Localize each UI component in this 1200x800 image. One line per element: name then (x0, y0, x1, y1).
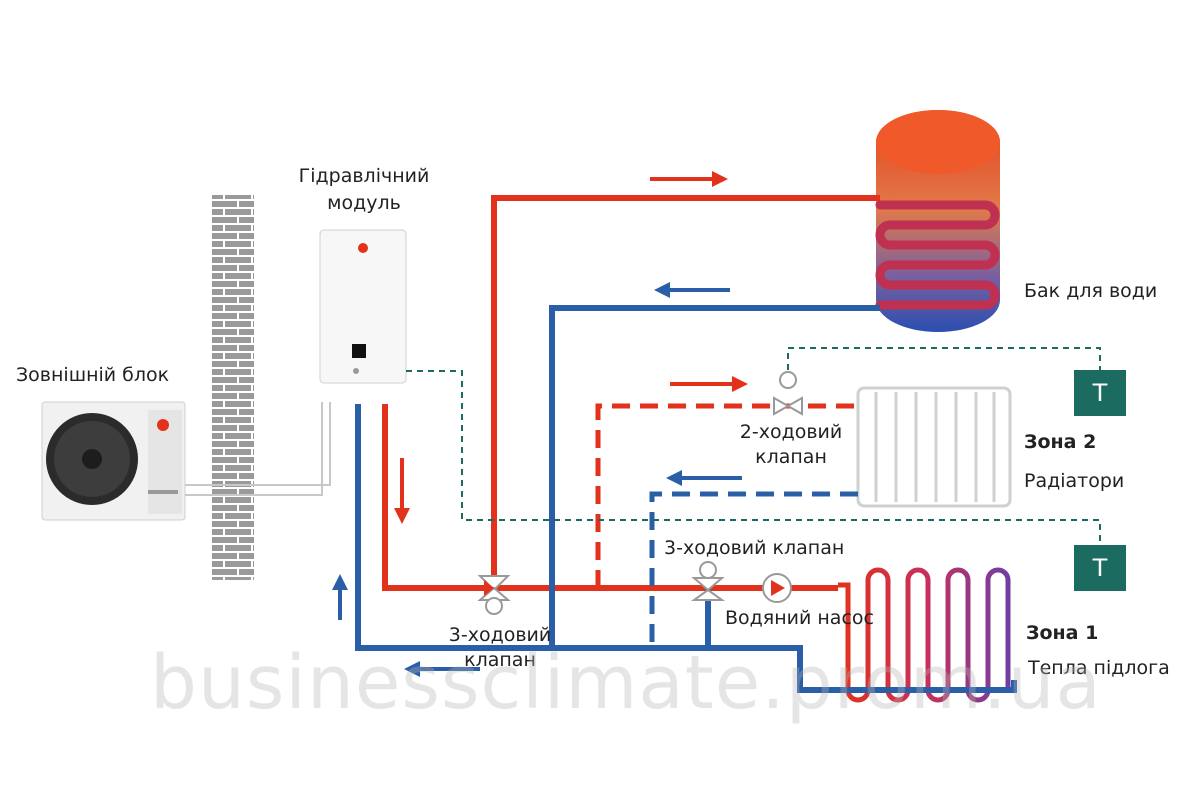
watermark: businessclimate.prom.ua (150, 640, 1102, 726)
underfloor-coil (838, 567, 1014, 703)
water-tank (875, 110, 1000, 332)
arrow-right-icon (670, 376, 748, 392)
thermostat-zone1: T (1074, 545, 1126, 591)
radiator-supply-pipe (595, 403, 858, 588)
hydraulic-module-label-line2: модуль (327, 192, 401, 214)
arrow-right-icon (650, 171, 728, 187)
thermostat-zone2: T (1074, 370, 1126, 416)
hydraulic-module-label-line1: Гідравлічний (298, 165, 430, 187)
two-way-valve-label-line1: 2-ходовий (739, 421, 843, 443)
zone2-label: Зона 2 (1024, 431, 1097, 453)
three-way-valve-zone (690, 561, 726, 601)
arrow-left-icon (654, 282, 730, 298)
arrow-left-icon (666, 470, 742, 486)
three-way-valve-main-label-line2: клапан (464, 649, 536, 671)
zone1-label: Зона 1 (1026, 622, 1099, 644)
arrow-left-icon (404, 661, 480, 677)
brick-wall (212, 195, 254, 580)
flow-arrows (332, 171, 748, 677)
two-way-valve-label-line2: клапан (755, 446, 827, 468)
radiator-return-pipe (649, 491, 858, 648)
three-way-valve-main-label: 3-ходовий клапан (420, 623, 580, 673)
radiators-label: Радіатори (1024, 470, 1125, 492)
three-way-valve-zone-label: 3-ходовий клапан (664, 537, 845, 559)
arrow-down-icon (394, 458, 410, 524)
three-way-valve-main (477, 575, 511, 615)
logo-icon (157, 419, 169, 431)
hot-supply-pipes (382, 195, 880, 591)
two-way-valve-label: 2-ходовий клапан (716, 420, 866, 470)
hydraulic-module (319, 229, 407, 384)
water-tank-label: Бак для води (1024, 280, 1158, 302)
arrow-up-icon (332, 574, 348, 620)
three-way-valve-main-label-line1: 3-ходовий (448, 624, 552, 646)
water-pump-label: Водяний насос (725, 607, 874, 629)
refrigerant-lines (185, 402, 331, 496)
logo-icon (358, 243, 368, 253)
outdoor-unit (41, 401, 186, 521)
control-display (352, 344, 366, 358)
radiator (856, 386, 1012, 508)
outdoor-unit-label: Зовнішній блок (16, 364, 170, 386)
hydraulic-module-label: Гідравлічний модуль (270, 163, 458, 217)
control-wiring (406, 347, 1101, 545)
underfloor-label: Тепла підлога (1028, 657, 1170, 679)
water-pump (762, 573, 792, 603)
two-way-valve (773, 371, 803, 416)
